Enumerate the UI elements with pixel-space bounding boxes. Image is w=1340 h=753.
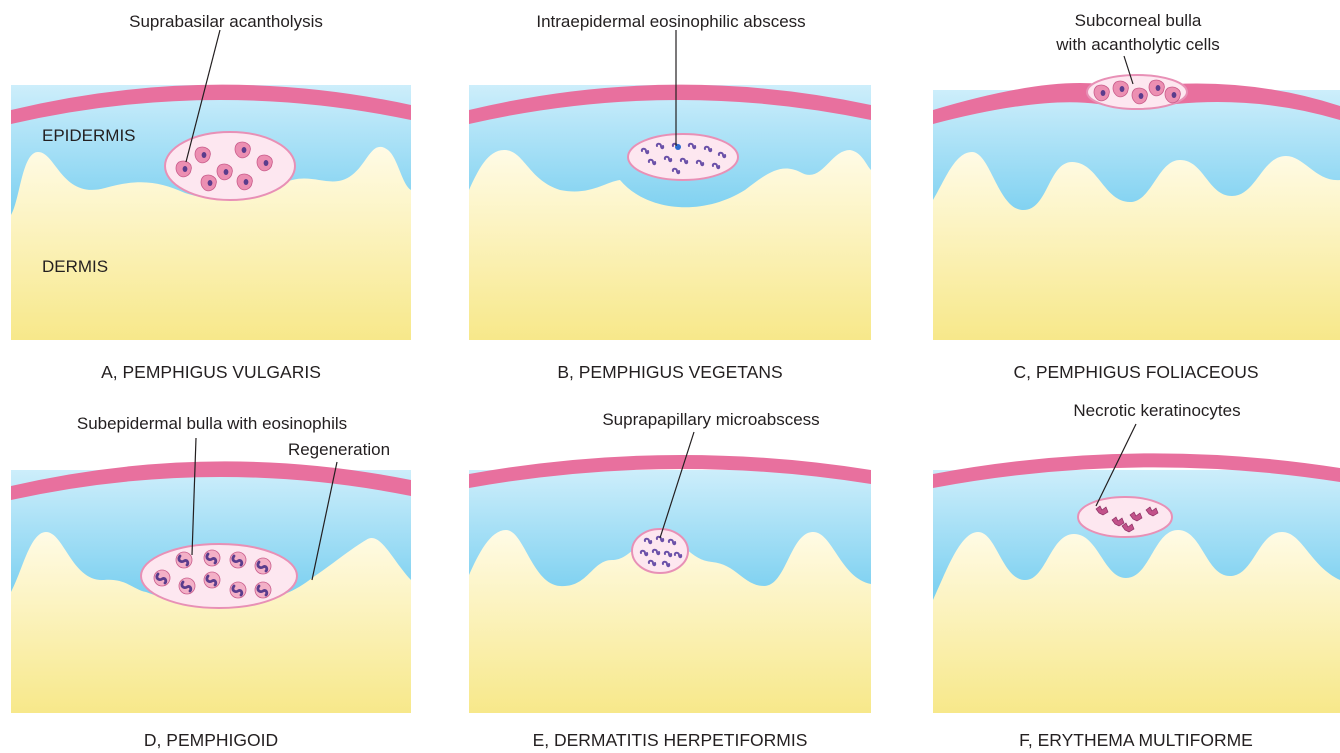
panel-pemphigoid: Subepidermal bulla with eosinophils Rege…	[11, 414, 411, 750]
panel-caption: C, PEMPHIGUS FOLIACEOUS	[1013, 362, 1258, 382]
callout-label: Intraepidermal eosinophilic abscess	[536, 12, 805, 31]
panel-pemphigus-vegetans: Intraepidermal eosinophilic abscess B, P…	[469, 12, 871, 382]
callout-label: Subcorneal bulla	[1075, 11, 1202, 30]
panel-pemphigus-foliaceous: Subcorneal bulla with acantholytic cells…	[933, 11, 1340, 382]
callout-label: Subepidermal bulla with eosinophils	[77, 414, 347, 433]
panel-pemphigus-vulgaris: Suprabasilar acantholysis EPIDERMIS DERM…	[11, 12, 411, 382]
callout-label: with acantholytic cells	[1055, 35, 1219, 54]
panel-caption: E, DERMATITIS HERPETIFORMIS	[533, 730, 808, 750]
epidermis-label: EPIDERMIS	[42, 126, 136, 145]
panel-caption: A, PEMPHIGUS VULGARIS	[101, 362, 321, 382]
panel-erythema-multiforme: Necrotic keratinocytes F, ERYTHEMA MULTI…	[933, 401, 1340, 750]
panel-caption: B, PEMPHIGUS VEGETANS	[557, 362, 782, 382]
callout-label: Necrotic keratinocytes	[1073, 401, 1240, 420]
panel-caption: D, PEMPHIGOID	[144, 730, 278, 750]
panel-caption: F, ERYTHEMA MULTIFORME	[1019, 730, 1253, 750]
callout-label: Suprabasilar acantholysis	[129, 12, 323, 31]
callout-label: Regeneration	[288, 440, 390, 459]
panel-dermatitis-herpetiformis: Suprapapillary microabscess E, DERMATITI…	[469, 410, 871, 750]
callout-label: Suprapapillary microabscess	[602, 410, 819, 429]
bulla	[628, 134, 738, 180]
dermis-label: DERMIS	[42, 257, 108, 276]
bulla	[1078, 497, 1172, 537]
